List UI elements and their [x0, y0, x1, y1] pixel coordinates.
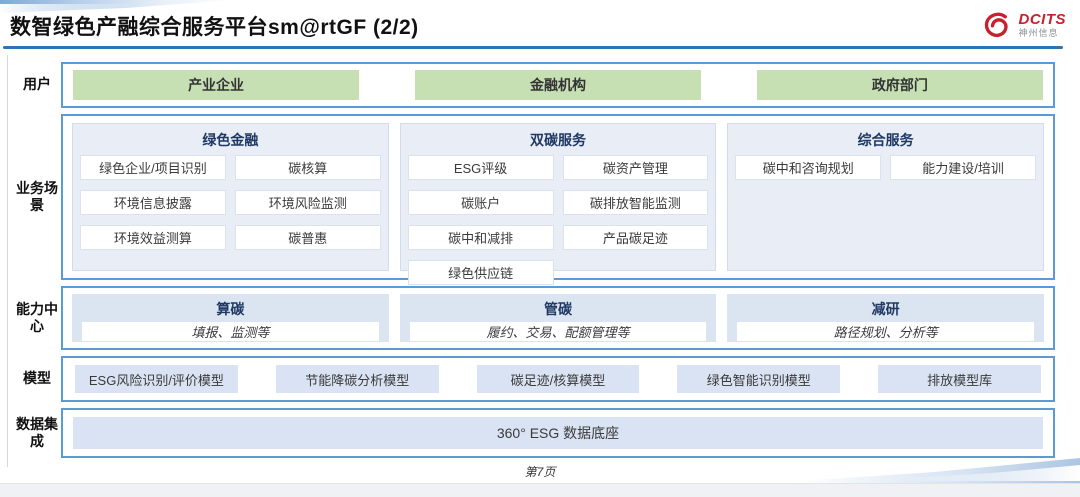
scenario-item: 碳核算: [234, 155, 381, 180]
scenario-item: 绿色企业/项目识别: [80, 155, 226, 180]
page-number: 第7页: [524, 465, 556, 479]
scenario-item: 环境风险监测: [234, 190, 381, 215]
data-integration-container: 360° ESG 数据底座: [61, 408, 1055, 458]
scenario-item: 碳排放智能监测: [562, 190, 709, 215]
title-underline: [3, 46, 1063, 49]
capabilities-row-label: 能力中心: [16, 300, 58, 335]
scenario-item: 环境信息披露: [80, 190, 226, 215]
model-chip: 绿色智能识别模型: [677, 365, 841, 393]
capabilities-row: 能力中心 算碳 填报、监测等 管碳 履约、交易、配额管理等 减研 路径规划、分析…: [13, 286, 1055, 350]
scenario-item: 产品碳足迹: [562, 225, 709, 250]
scenario-column-title: 绿色金融: [202, 132, 259, 148]
capability-description: 填报、监测等: [82, 322, 379, 341]
user-chip-financial: 金融机构: [414, 70, 702, 100]
users-row-container: 产业企业 金融机构 政府部门: [61, 62, 1055, 108]
users-row-label: 用户: [23, 76, 51, 93]
dcits-swirl-icon: [984, 12, 1008, 37]
capability-title: 减研: [871, 301, 900, 317]
scenario-column-title: 综合服务: [857, 132, 914, 148]
capability-title: 管碳: [544, 301, 572, 317]
scenario-item: 碳中和咨询规划: [735, 155, 882, 180]
scenario-column-comprehensive: 综合服务 碳中和咨询规划 能力建设/培训: [727, 123, 1045, 271]
scenario-item: 碳中和减排: [407, 225, 554, 250]
scenarios-row-label: 业务场景: [16, 179, 58, 214]
scenario-item: ESG评级: [407, 155, 554, 180]
platform-architecture-diagram: 用户 产业企业 金融机构 政府部门 业务场景 绿色金融 绿色企业/项目识别 碳核…: [13, 62, 1055, 460]
model-chip: 排放模型库: [878, 365, 1041, 393]
scenario-item: 碳账户: [407, 190, 554, 215]
scenario-item: 绿色供应链: [407, 260, 554, 285]
capabilities-row-container: 算碳 填报、监测等 管碳 履约、交易、配额管理等 减研 路径规划、分析等: [61, 286, 1055, 350]
scenarios-row: 业务场景 绿色金融 绿色企业/项目识别 碳核算 环境信息披露 环境风险监测 环境…: [13, 114, 1055, 285]
logo-subtitle: 神州信息: [1018, 28, 1059, 38]
scenario-item: 碳资产管理: [562, 155, 709, 180]
model-chip: 碳足迹/核算模型: [476, 365, 640, 393]
page-title: 数智绿色产融综合服务平台sm@rtGF (2/2): [10, 16, 419, 39]
model-chip: 节能降碳分析模型: [275, 365, 439, 393]
scenarios-row-container: 绿色金融 绿色企业/项目识别 碳核算 环境信息披露 环境风险监测 环境效益测算 …: [61, 114, 1055, 285]
data-integration-row-label: 数据集成: [16, 415, 58, 450]
models-row-container: ESG风险识别/评价模型 节能降碳分析模型 碳足迹/核算模型 绿色智能识别模型 …: [61, 356, 1055, 402]
left-edge-line: [7, 55, 8, 467]
scenario-column-green-finance: 绿色金融 绿色企业/项目识别 碳核算 环境信息披露 环境风险监测 环境效益测算 …: [72, 123, 389, 271]
capability-description: 履约、交易、配额管理等: [409, 322, 707, 341]
user-chip-industry: 产业企业: [73, 70, 360, 100]
users-row: 用户 产业企业 金融机构 政府部门: [13, 62, 1055, 108]
models-row: 模型 ESG风险识别/评价模型 节能降碳分析模型 碳足迹/核算模型 绿色智能识别…: [13, 356, 1055, 402]
bottom-gray-bar: [0, 483, 1080, 497]
capability-panel-carbon-management: 管碳 履约、交易、配额管理等: [399, 294, 717, 342]
scenario-item: 能力建设/培训: [890, 155, 1037, 180]
logo-brand: DCITS: [1018, 11, 1066, 28]
models-row-label: 模型: [23, 370, 51, 387]
capability-panel-carbon-accounting: 算碳 填报、监测等: [72, 294, 389, 342]
capability-description: 路径规划、分析等: [737, 322, 1035, 341]
data-integration-row: 数据集成 360° ESG 数据底座: [13, 408, 1055, 458]
capability-title: 算碳: [216, 301, 245, 317]
model-chip: ESG风险识别/评价模型: [75, 365, 238, 393]
data-foundation-chip: 360° ESG 数据底座: [73, 417, 1043, 449]
scenario-item: 环境效益测算: [80, 225, 226, 250]
logo-text: DCITS 神州信息: [1019, 12, 1067, 38]
scenario-item: 碳普惠: [234, 225, 381, 250]
scenario-column-title: 双碳服务: [530, 132, 586, 148]
capability-panel-reduction-research: 减研 路径规划、分析等: [727, 294, 1045, 342]
scenario-item-grid: 绿色企业/项目识别 碳核算 环境信息披露 环境风险监测 环境效益测算 碳普惠: [80, 155, 381, 250]
scenario-column-dual-carbon: 双碳服务 ESG评级 碳资产管理 碳账户 碳排放智能监测 碳中和减排 产品碳足迹…: [399, 123, 717, 285]
top-left-swoosh-highlight: [0, 4, 150, 13]
scenario-item-grid: ESG评级 碳资产管理 碳账户 碳排放智能监测 碳中和减排 产品碳足迹 绿色供应…: [407, 155, 709, 285]
dcits-logo: DCITS 神州信息: [980, 10, 1067, 40]
scenario-item-grid: 碳中和咨询规划 能力建设/培训: [735, 155, 1037, 180]
user-chip-government: 政府部门: [756, 70, 1043, 100]
